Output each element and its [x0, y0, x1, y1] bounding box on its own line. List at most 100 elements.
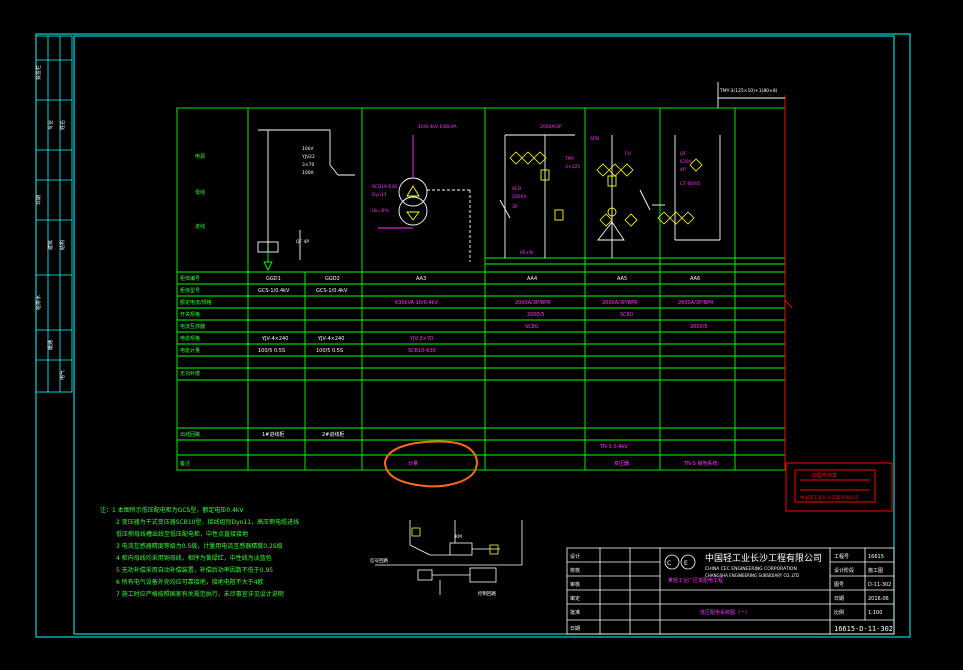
- note-line: 5 无功补偿采用自动补偿装置，补偿后功率因数不低于0.95: [116, 566, 273, 574]
- note-line: 2 变压器为干式变压器SCB10型，接线组别Dyn11，高压侧电缆进线: [116, 518, 299, 526]
- svg-text:TN-S 接地系统: TN-S 接地系统: [683, 460, 717, 467]
- svg-text:16615-D-11-302: 16615-D-11-302: [834, 625, 893, 633]
- row-label: 柜体型号: [180, 287, 200, 294]
- svg-text:TN-S 0.4kV: TN-S 0.4kV: [599, 444, 628, 450]
- left-margin-text: 会签栏 专业 姓名 日期 建筑 结构 给排水 暖通 电气: [35, 65, 66, 380]
- svg-text:SC80: SC80: [620, 312, 633, 318]
- svg-text:YJV-4×240: YJV-4×240: [317, 336, 344, 342]
- svg-text:FU: FU: [625, 151, 631, 157]
- svg-text:AA4: AA4: [527, 276, 537, 282]
- svg-text:GCS-1/0.4kV: GCS-1/0.4kV: [316, 288, 348, 294]
- svg-text:Uk=6%: Uk=6%: [372, 208, 390, 214]
- column-types: GCS-1/0.4kV GCS-1/0.4kV: [258, 288, 348, 294]
- svg-text:GGD1: GGD1: [266, 276, 281, 282]
- svg-text:会签栏: 会签栏: [35, 65, 42, 80]
- svg-text:10kV: 10kV: [302, 146, 314, 152]
- svg-text:中国轻工业长沙工程有限公司: 中国轻工业长沙工程有限公司: [800, 494, 859, 501]
- note-line: 注：1 本图所示低压配电柜为GCS型，额定电压0.4kV: [100, 506, 244, 514]
- system-grid: [176, 107, 786, 471]
- note-line: 低压侧母线槽出线至低压配电柜，中性点直接接地: [116, 530, 248, 538]
- svg-text:GGD2: GGD2: [325, 276, 340, 282]
- row-label: 电能计量: [180, 347, 200, 354]
- svg-text:CHINA CEC ENGINEERING CORPORAT: CHINA CEC ENGINEERING CORPORATION: [705, 566, 797, 572]
- svg-text:AA5: AA5: [617, 276, 627, 282]
- svg-text:QF: QF: [680, 151, 687, 157]
- svg-text:姓名: 姓名: [59, 120, 66, 130]
- svg-text:进线: 进线: [195, 223, 205, 230]
- breaker-symbols: [509, 151, 703, 227]
- svg-text:审核: 审核: [570, 581, 580, 588]
- svg-text:630kVA 10/0.4kV: 630kVA 10/0.4kV: [395, 300, 438, 306]
- svg-text:GCS-1/0.4kV: GCS-1/0.4kV: [258, 288, 290, 294]
- svg-text:AA6: AA6: [690, 276, 700, 282]
- svg-text:10/0.4kV 630kVA: 10/0.4kV 630kVA: [418, 124, 457, 130]
- svg-text:SCB10-630: SCB10-630: [372, 184, 397, 190]
- diagram-annotations: 10/0.4kV 630kVA 2000A/3P SCB10-630 Dyn11…: [296, 88, 778, 256]
- svg-text:TMY: TMY: [564, 156, 575, 162]
- title-block: [566, 547, 895, 635]
- svg-text:CHANGSHA ENGINEERING SUBSIDIAR: CHANGSHA ENGINEERING SUBSIDIARY CO.,LTD: [705, 573, 799, 578]
- company-logo: C E: [664, 554, 696, 570]
- svg-text:4P: 4P: [680, 167, 686, 173]
- svg-text:低压配电系统图（一）: 低压配电系统图（一）: [700, 609, 750, 616]
- svg-text:信号回路: 信号回路: [370, 557, 388, 564]
- svg-text:结构: 结构: [59, 240, 66, 250]
- markup-circle: [384, 440, 478, 488]
- svg-text:计量: 计量: [408, 460, 418, 467]
- svg-text:给排水: 给排水: [35, 295, 42, 310]
- row-label: 出线回路: [180, 431, 200, 438]
- svg-text:KM: KM: [455, 534, 462, 540]
- svg-text:CT 600/5: CT 600/5: [680, 181, 700, 187]
- svg-text:SC80: SC80: [525, 324, 538, 330]
- row-label: 电流互感器: [180, 323, 205, 330]
- company-name: 中国轻工业长沙工程有限公司 CHINA CEC ENGINEERING CORP…: [705, 552, 822, 578]
- svg-text:日期: 日期: [36, 195, 42, 205]
- single-line-diagram: [257, 82, 793, 470]
- svg-text:Dyn11: Dyn11: [372, 192, 387, 198]
- svg-text:2000A: 2000A: [512, 194, 527, 200]
- svg-text:100/5 0.5S: 100/5 0.5S: [258, 348, 285, 354]
- svg-text:AA3: AA3: [416, 276, 426, 282]
- svg-text:YJV22: YJV22: [301, 154, 315, 160]
- svg-text:工程号: 工程号: [834, 553, 849, 560]
- svg-text:1:100: 1:100: [868, 610, 882, 616]
- svg-text:630A: 630A: [680, 159, 693, 165]
- left-margin-strip: [35, 35, 73, 393]
- svg-text:比例: 比例: [834, 609, 844, 616]
- svg-text:E: E: [684, 560, 688, 567]
- svg-text:QF 4P: QF 4P: [296, 239, 309, 245]
- svg-text:暖通: 暖通: [47, 340, 54, 350]
- row-label: 额定电流/规格: [180, 299, 212, 306]
- svg-text:审定: 审定: [570, 595, 580, 602]
- left-block-labels: 电源 母线 进线: [195, 153, 205, 230]
- note-line: 4 柜内母线均采用铜母线，相序为黄绿红，中性线为淡蓝色: [116, 554, 272, 562]
- svg-text:PE+N: PE+N: [520, 250, 533, 256]
- svg-text:YJV-4×240: YJV-4×240: [261, 336, 288, 342]
- svg-text:2000A/3P/BPR: 2000A/3P/BPR: [678, 300, 714, 306]
- svg-text:3×125: 3×125: [565, 164, 580, 170]
- grid-extra-text: SC80 SC80 YJV-4×240 YJV-4×240 YJV-3×70 1…: [258, 312, 717, 467]
- row-label: 开关规格: [180, 311, 200, 318]
- svg-text:中国轻工业长沙工程有限公司: 中国轻工业长沙工程有限公司: [705, 552, 822, 564]
- svg-text:3P: 3P: [512, 204, 518, 210]
- svg-text:变压器: 变压器: [614, 460, 629, 467]
- svg-text:建筑: 建筑: [47, 240, 54, 250]
- svg-text:SCB10-630: SCB10-630: [408, 348, 436, 354]
- svg-text:电源: 电源: [195, 153, 205, 160]
- svg-text:校核: 校核: [570, 567, 580, 574]
- svg-text:100/5 0.5S: 100/5 0.5S: [316, 348, 343, 354]
- note-line: 3 电流互感器精度等级为0.5级，计量用电流互感器精度0.2S级: [116, 542, 283, 550]
- svg-text:设计阶段: 设计阶段: [834, 567, 854, 574]
- svg-text:D-11-302: D-11-302: [868, 582, 891, 588]
- title-block-text: 设计 校核 审核 审定 批准 日期 工程号 设计阶段 图号 日期 比例 1661…: [570, 553, 893, 633]
- row-label: 备注: [180, 460, 190, 467]
- svg-text:100A: 100A: [302, 170, 315, 176]
- svg-text:ACB: ACB: [512, 186, 521, 192]
- svg-text:电气: 电气: [59, 370, 66, 380]
- wiring-detail: [375, 520, 523, 595]
- svg-text:图号: 图号: [834, 582, 844, 588]
- wiring-detail-text: 信号回路 KM 控制回路: [370, 534, 496, 597]
- svg-text:日期: 日期: [834, 596, 844, 602]
- svg-text:控制回路: 控制回路: [478, 590, 496, 597]
